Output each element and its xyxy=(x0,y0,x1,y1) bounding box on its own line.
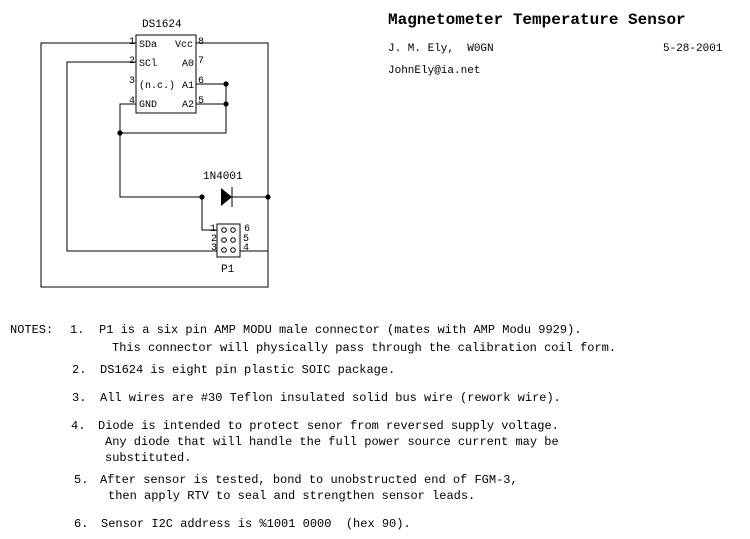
junction-dot xyxy=(265,194,271,200)
junction-dot xyxy=(117,130,123,136)
date-label: 5-28-2001 xyxy=(663,43,723,55)
chip-pin-label: A2 xyxy=(182,100,194,111)
connector-pin xyxy=(230,247,236,253)
chip-pin-label: A1 xyxy=(182,81,194,92)
wire-vcc xyxy=(196,42,269,251)
connector-pin xyxy=(230,227,236,233)
chip-name: DS1624 xyxy=(142,19,182,31)
note-line: This connector will physically pass thro… xyxy=(112,341,617,355)
connector-pin-num: 3 xyxy=(211,243,217,254)
note-number: 5. xyxy=(74,473,89,487)
connector-pin xyxy=(230,237,236,243)
note-line: P1 is a six pin AMP MODU male connector … xyxy=(99,323,582,337)
connector-pin-num: 1 xyxy=(210,224,216,235)
email-label: JohnEly@ia.net xyxy=(388,65,481,77)
note-line: Sensor I2C address is %1001 0000 (hex 90… xyxy=(101,517,411,531)
notes-heading: NOTES: xyxy=(10,323,54,337)
wire-gnd xyxy=(119,103,202,198)
wire-sda xyxy=(40,42,269,288)
chip-pin-num: 7 xyxy=(198,56,204,67)
chip-pin-num: 3 xyxy=(129,76,135,87)
chip-pin-label: A0 xyxy=(182,59,194,70)
wire-scl xyxy=(66,61,217,252)
note-line: DS1624 is eight pin plastic SOIC package… xyxy=(100,363,396,377)
connector-pin xyxy=(221,237,227,243)
chip-pin-num: 1 xyxy=(129,37,135,48)
diode-symbol xyxy=(221,188,232,206)
note-number: 6. xyxy=(74,517,89,531)
author-label: J. M. Ely, W0GN xyxy=(388,43,494,55)
connector-pin xyxy=(221,227,227,233)
chip-pin-num: 5 xyxy=(198,96,204,107)
note-number: 1. xyxy=(70,323,85,337)
note-line: Diode is intended to protect senor from … xyxy=(98,419,559,433)
chip-pin-num: 4 xyxy=(129,96,135,107)
ic-body xyxy=(135,34,197,114)
wire-p1-pin1 xyxy=(201,197,217,231)
junction-dot xyxy=(199,194,205,200)
wire-a2 xyxy=(120,103,227,134)
chip-pin-label: Vcc xyxy=(175,40,193,51)
diode-label: 1N4001 xyxy=(203,171,243,183)
page-title: Magnetometer Temperature Sensor xyxy=(388,11,686,29)
chip-pin-label: SCl xyxy=(139,58,157,70)
note-number: 2. xyxy=(72,363,87,377)
chip-pin-label: SDa xyxy=(139,40,157,51)
connector-pin-num: 2 xyxy=(211,234,217,245)
note-line: Any diode that will handle the full powe… xyxy=(105,435,559,449)
note-line: then apply RTV to seal and strengthen se… xyxy=(108,489,476,503)
connector-pin-num: 4 xyxy=(243,243,249,254)
connector-name: P1 xyxy=(221,264,235,276)
note-line: All wires are #30 Teflon insulated solid… xyxy=(100,391,561,405)
chip-pin-num: 2 xyxy=(129,56,135,67)
connector-pin-num: 5 xyxy=(243,234,249,245)
note-number: 4. xyxy=(71,419,86,433)
note-number: 3. xyxy=(72,391,87,405)
connector-pin-num: 6 xyxy=(244,224,250,235)
chip-pin-label: GND xyxy=(139,100,157,111)
junction-dot xyxy=(223,101,229,107)
schematic-diagram: DS1624 1 SDa 2 SCl 3 (n.c.) 4 GND Vcc 8 … xyxy=(40,19,271,288)
junction-dot xyxy=(223,81,229,87)
chip-pin-label: (n.c.) xyxy=(139,80,175,92)
note-line: substituted. xyxy=(105,451,192,465)
note-line: After sensor is tested, bond to unobstru… xyxy=(100,473,518,487)
connector-body xyxy=(216,223,241,258)
connector-pin xyxy=(221,247,227,253)
chip-pin-num: 8 xyxy=(198,37,204,48)
chip-pin-num: 6 xyxy=(198,76,204,87)
